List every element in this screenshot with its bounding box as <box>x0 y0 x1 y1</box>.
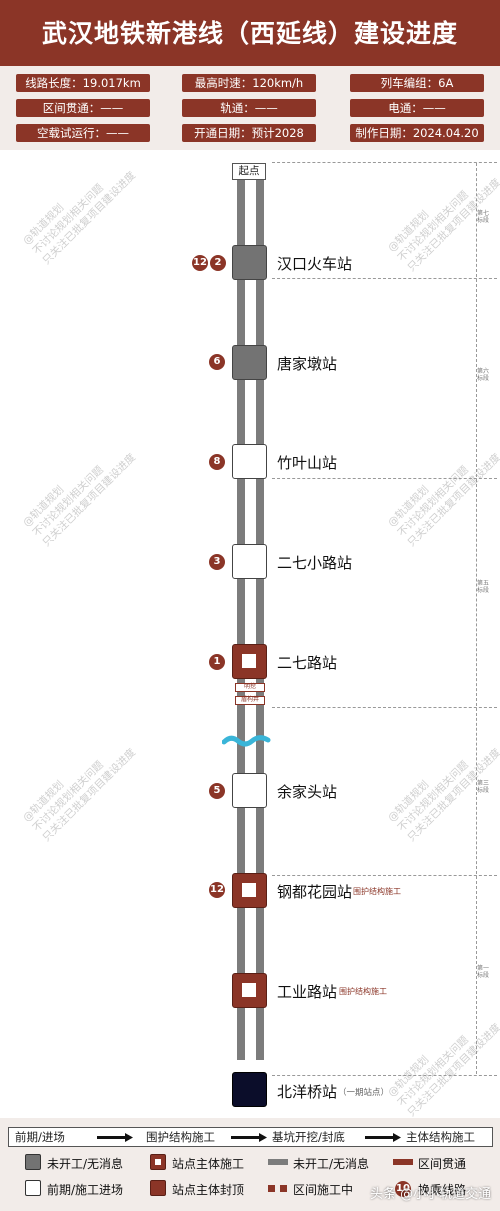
section-label-5: 第五标段 <box>477 580 490 594</box>
station-name: 二七路站 <box>277 654 338 672</box>
station-gangduhuayuan[interactable] <box>232 873 267 908</box>
flow-step: 基坑开挖/封底 <box>272 1130 345 1144</box>
start-label: 起点 <box>232 163 266 180</box>
river-crossing-icon <box>222 735 271 747</box>
legend-label: 站点主体施工 <box>172 1157 245 1171</box>
transfer-badge-3: 3 <box>209 554 225 570</box>
flow-step: 围护结构施工 <box>146 1130 215 1144</box>
flow-step: 主体结构施工 <box>406 1130 475 1144</box>
station-name: 汉口火车站 <box>277 255 353 273</box>
legend-swatch-station-topped <box>150 1180 166 1196</box>
station-phase-note: （一期站点） <box>338 1088 390 1098</box>
legend-transfer-badge: 10 <box>395 1181 411 1197</box>
station-erqixiaolu[interactable] <box>232 544 267 579</box>
section-brace <box>476 876 477 1074</box>
watermark: @轨道规划不讨论规划相关问题只关注已批复项目建设进度 <box>20 746 139 844</box>
legend-label: 换乘线路 <box>418 1183 467 1197</box>
legend-swatch-station-construction <box>150 1154 166 1170</box>
transfer-badge-12: 12 <box>209 882 225 898</box>
section-divider <box>272 278 497 279</box>
tag-shield-shaft: 盾构井 <box>235 696 265 705</box>
station-erqilu[interactable] <box>232 644 267 679</box>
station-yujiatou[interactable] <box>232 773 267 808</box>
legend-label: 区间贯通 <box>418 1157 467 1171</box>
legend-label: 未开工/无消息 <box>293 1157 370 1171</box>
info-section-through: 区间贯通：—— <box>16 99 150 117</box>
title-bar: 武汉地铁新港线（西延线）建设进度 <box>0 0 500 66</box>
station-beiyangqiao[interactable] <box>232 1072 267 1107</box>
info-opening-date: 开通日期：预计2028 <box>182 124 316 142</box>
station-progress-note: 围护结构施工 <box>353 887 401 896</box>
legend-swatch-preliminary <box>25 1180 41 1196</box>
station-name: 工业路站 <box>277 983 338 1001</box>
info-line-length: 线路长度：19.017km <box>16 74 150 92</box>
track-left <box>237 180 245 1060</box>
section-divider <box>272 478 497 479</box>
section-divider <box>272 162 497 163</box>
page-title: 武汉地铁新港线（西延线）建设进度 <box>41 19 458 48</box>
transfer-badge-12: 12 <box>192 255 208 271</box>
flow-step: 前期/进场 <box>15 1130 65 1144</box>
legend-bar-not-started <box>268 1159 288 1165</box>
section-brace <box>476 479 477 706</box>
legend-dash-section-in-progress <box>268 1185 275 1192</box>
process-flow: 前期/进场 围护结构施工 基坑开挖/封底 主体结构施工 <box>8 1127 493 1147</box>
section-label-6: 第六标段 <box>477 368 490 382</box>
transfer-badge-8: 8 <box>209 454 225 470</box>
legend-label: 未开工/无消息 <box>47 1157 124 1171</box>
station-progress-note: 围护结构施工 <box>339 987 387 996</box>
section-label-1: 第一标段 <box>477 965 490 979</box>
arrow-right-icon <box>97 1133 133 1142</box>
legend-label: 前期/施工进场 <box>47 1183 124 1197</box>
info-made-date: 制作日期：2024.04.20 <box>350 124 484 142</box>
section-divider <box>272 875 497 876</box>
transfer-badge-1: 1 <box>209 654 225 670</box>
watermark: @轨道规划不讨论规划相关问题只关注已批复项目建设进度 <box>20 169 139 267</box>
transfer-badge-6: 6 <box>209 354 225 370</box>
station-tangjiadun[interactable] <box>232 345 267 380</box>
section-brace <box>476 163 477 277</box>
watermark: @轨道规划不讨论规划相关问题只关注已批复项目建设进度 <box>385 451 500 549</box>
station-name: 余家头站 <box>277 783 338 801</box>
legend-bar-section-through <box>393 1159 413 1165</box>
legend-label: 区间施工中 <box>293 1183 354 1197</box>
section-divider <box>272 707 497 708</box>
arrow-right-icon <box>365 1133 401 1142</box>
station-name: 唐家墩站 <box>277 355 338 373</box>
station-name: 北洋桥站 <box>277 1083 338 1101</box>
info-trial-run: 空载试运行：—— <box>16 124 150 142</box>
station-name: 二七小路站 <box>277 554 353 572</box>
section-brace <box>476 279 477 477</box>
transfer-badge-2: 2 <box>210 255 226 271</box>
watermark: @轨道规划不讨论规划相关问题只关注已批复项目建设进度 <box>20 451 139 549</box>
section-brace <box>476 708 477 874</box>
transfer-badge-5: 5 <box>209 783 225 799</box>
station-name: 钢都花园站 <box>277 883 353 901</box>
station-hankou-railway[interactable] <box>232 245 267 280</box>
info-power-through: 电通：—— <box>350 99 484 117</box>
station-name: 竹叶山站 <box>277 454 338 472</box>
legend-swatch-not-started <box>25 1154 41 1170</box>
info-track-through: 轨通：—— <box>182 99 316 117</box>
legend-dash-section-in-progress <box>280 1185 287 1192</box>
section-divider <box>272 1075 497 1076</box>
tag-open-cut: 明挖 <box>235 683 265 692</box>
track-right <box>256 180 264 1060</box>
watermark: @轨道规划不讨论规划相关问题只关注已批复项目建设进度 <box>385 1021 500 1119</box>
info-max-speed: 最高时速：120km/h <box>182 74 316 92</box>
info-train-formation: 列车编组：6A <box>350 74 484 92</box>
station-zhuyeshan[interactable] <box>232 444 267 479</box>
legend-label: 站点主体封顶 <box>172 1183 245 1197</box>
source-credit: 头条 @小小轨道交通 <box>370 1187 492 1202</box>
section-label-7: 第七标段 <box>477 210 490 224</box>
section-label-3: 第三标段 <box>477 780 490 794</box>
station-gongyelu[interactable] <box>232 973 267 1008</box>
arrow-right-icon <box>231 1133 267 1142</box>
